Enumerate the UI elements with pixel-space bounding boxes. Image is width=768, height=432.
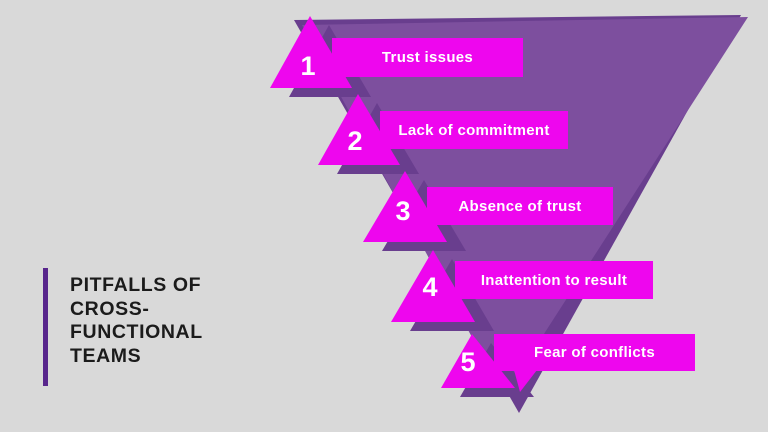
step2-arrow bbox=[318, 94, 400, 165]
step5-arrow bbox=[441, 334, 515, 388]
step3-number: 3 bbox=[395, 195, 411, 226]
step1-ribbon-rect bbox=[332, 38, 523, 77]
step1-arrow bbox=[270, 16, 352, 88]
title-line-1: PITFALLS OF bbox=[70, 274, 202, 296]
step1-number: 1 bbox=[300, 50, 316, 81]
title-line-3: FUNCTIONAL bbox=[70, 321, 203, 343]
step5-ribbon-rect bbox=[494, 334, 695, 371]
step5-ribbon-tail bbox=[514, 370, 537, 392]
step5-label: Fear of conflicts bbox=[534, 344, 655, 361]
step2-label: Lack of commitment bbox=[398, 121, 550, 139]
step4-ribbon-rect bbox=[455, 261, 653, 299]
title-line-2: CROSS- bbox=[70, 297, 150, 320]
step2-number: 2 bbox=[347, 125, 363, 156]
title-accent-bar bbox=[43, 268, 48, 386]
step2-ribbon-rect bbox=[380, 111, 568, 149]
step4-number: 4 bbox=[422, 271, 438, 302]
step4-label: Inattention to result bbox=[480, 271, 628, 289]
step1-label: Trust issues bbox=[381, 49, 474, 66]
title-line-4: TEAMS bbox=[70, 344, 142, 367]
step4-arrow bbox=[391, 250, 475, 322]
step3-label: Absence of trust bbox=[458, 197, 582, 215]
step3-arrow bbox=[363, 171, 447, 242]
page-title: PITFALLS OF CROSS- FUNCTIONAL TEAMS bbox=[70, 274, 203, 368]
step5-number: 5 bbox=[460, 346, 476, 377]
step3-ribbon-rect bbox=[427, 187, 613, 225]
